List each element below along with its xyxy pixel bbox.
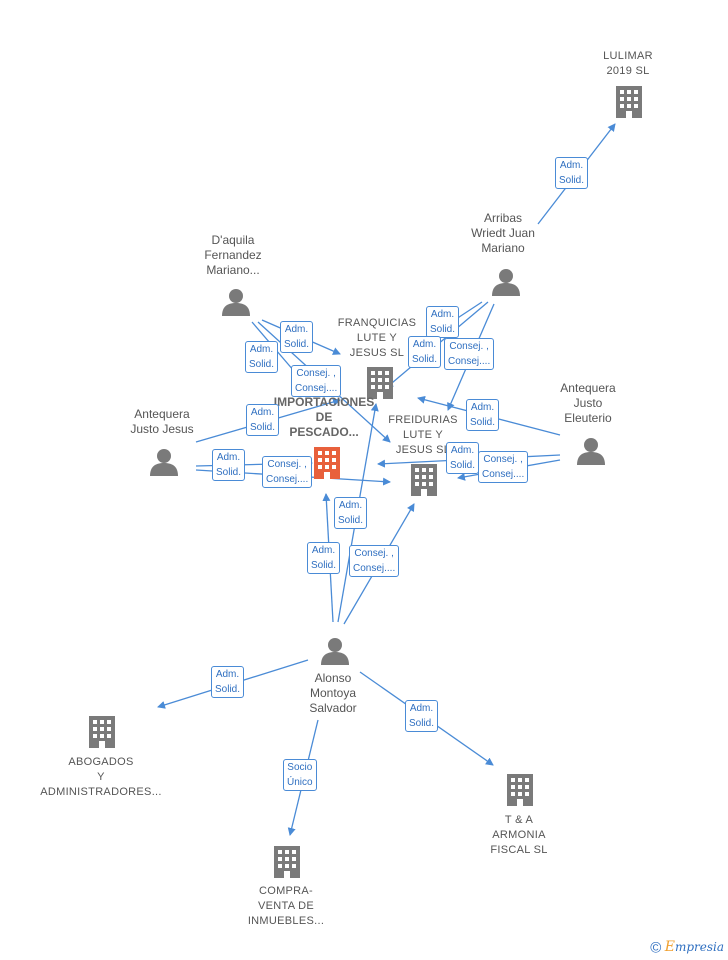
copyright-icon: © [650,939,662,956]
lulimar-building-icon[interactable] [616,86,642,118]
edge-label-daquila-importaciones[interactable]: Adm.Solid. [245,341,279,373]
ta-armonia-building-icon[interactable] [507,774,533,806]
compraventa-building-icon[interactable] [274,846,300,878]
alonso-person-icon[interactable] [321,638,349,665]
edge-label-eleuterio-franquicias[interactable]: Adm.Solid. [466,399,500,431]
edge-label-jesus-consej[interactable]: Consej. ,Consej.... [262,456,313,488]
freidurias-building-icon[interactable] [411,464,437,496]
edge-label-daquila-franquicias[interactable]: Adm.Solid. [280,321,314,353]
edge-label-jesus-importaciones[interactable]: Adm.Solid. [212,449,246,481]
edge-label-arribas-lulimar[interactable]: Adm.Solid. [555,157,589,189]
edge-label-alonso-franquicias[interactable]: Adm.Solid. [307,542,341,574]
edge-label-daquila-consej[interactable]: Consej. ,Consej.... [291,365,342,397]
edge-label-alonso-importaciones[interactable]: Adm.Solid. [334,497,368,529]
edge-label-eleuterio-freidurias[interactable]: Adm.Solid. [446,442,480,474]
edge-label-alonso-freidurias[interactable]: Consej. ,Consej.... [349,545,400,577]
importaciones-building-icon[interactable] [314,447,340,479]
daquila-person-icon[interactable] [222,289,250,316]
brand-initial: E [664,938,675,955]
footer-brand[interactable]: © Empresia [650,939,724,956]
abogados-building-icon[interactable] [89,716,115,748]
edge-label-eleuterio-consej[interactable]: Consej. ,Consej.... [478,451,529,483]
antequera-eleuterio-person-icon[interactable] [577,438,605,465]
edge-label-jesus-franquicias[interactable]: Adm.Solid. [246,404,280,436]
edge-label-alonso-abogados[interactable]: Adm.Solid. [211,666,245,698]
antequera-jesus-person-icon[interactable] [150,449,178,476]
brand-name: mpresia [674,939,724,954]
edge-label-arribas-franquicias-1[interactable]: Adm.Solid. [426,306,460,338]
edge-label-arribas-franquicias-2[interactable]: Adm.Solid. [408,336,442,368]
arribas-person-icon[interactable] [492,269,520,296]
edge-label-alonso-ta[interactable]: Adm.Solid. [405,700,439,732]
edge-label-arribas-consej[interactable]: Consej. ,Consej.... [444,338,495,370]
